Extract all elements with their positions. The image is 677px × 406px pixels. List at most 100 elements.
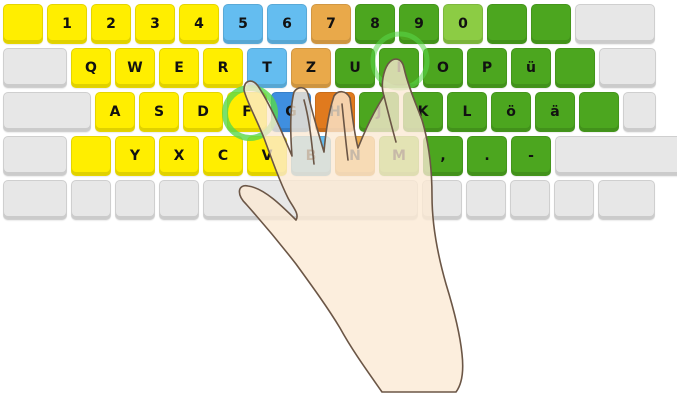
key-bottom-1[interactable] bbox=[71, 180, 111, 220]
key-n[interactable]: N bbox=[335, 136, 375, 176]
key-label: S bbox=[154, 104, 164, 120]
key-label: 0 bbox=[458, 16, 468, 32]
key-q[interactable]: Q bbox=[71, 48, 111, 88]
key-label: P bbox=[482, 60, 492, 76]
key-3[interactable]: 3 bbox=[135, 4, 175, 44]
key-label: A bbox=[110, 104, 121, 120]
key-h[interactable]: H bbox=[315, 92, 355, 132]
key-label: K bbox=[418, 104, 429, 120]
key-blank-top-letter-row-13[interactable] bbox=[599, 48, 656, 88]
key-l[interactable]: L bbox=[447, 92, 487, 132]
key-7[interactable]: 7 bbox=[311, 4, 351, 44]
key-label: F bbox=[242, 104, 252, 120]
key-label: R bbox=[218, 60, 229, 76]
key-label: Q bbox=[85, 60, 97, 76]
key-bottom-0[interactable] bbox=[3, 180, 67, 220]
key-blank-number-row-11[interactable] bbox=[487, 4, 527, 44]
key-label: U bbox=[349, 60, 360, 76]
key-label: Z bbox=[306, 60, 316, 76]
key-t[interactable]: T bbox=[247, 48, 287, 88]
key-2[interactable]: 2 bbox=[91, 4, 131, 44]
key-blank-number-row-13[interactable] bbox=[575, 4, 655, 44]
key-label: J bbox=[376, 104, 381, 120]
key-1[interactable]: 1 bbox=[47, 4, 87, 44]
key-blank-home-row-12[interactable] bbox=[579, 92, 619, 132]
key-r[interactable]: R bbox=[203, 48, 243, 88]
key-bottom-9[interactable] bbox=[598, 180, 655, 220]
key-comma[interactable]: , bbox=[423, 136, 463, 176]
key-label: E bbox=[174, 60, 184, 76]
key-d[interactable]: D bbox=[183, 92, 223, 132]
key-bottom-6[interactable] bbox=[466, 180, 506, 220]
key-label: N bbox=[349, 148, 361, 164]
key-ä[interactable]: ä bbox=[535, 92, 575, 132]
key-label: 2 bbox=[106, 16, 116, 32]
key-blank-number-row-0[interactable] bbox=[3, 4, 43, 44]
key-minus[interactable]: - bbox=[511, 136, 551, 176]
key-0[interactable]: 0 bbox=[443, 4, 483, 44]
key-bottom-7[interactable] bbox=[510, 180, 550, 220]
key-p[interactable]: P bbox=[467, 48, 507, 88]
key-blank-top-letter-row-12[interactable] bbox=[555, 48, 595, 88]
key-5[interactable]: 5 bbox=[223, 4, 263, 44]
key-blank-top-letter-row-0[interactable] bbox=[3, 48, 67, 88]
key-label: X bbox=[174, 148, 185, 164]
key-label: 9 bbox=[414, 16, 424, 32]
key-blank-bottom-letter-row-12[interactable] bbox=[555, 136, 677, 176]
key-z[interactable]: Z bbox=[291, 48, 331, 88]
key-m[interactable]: M bbox=[379, 136, 419, 176]
key-bottom-4[interactable] bbox=[203, 180, 418, 220]
key-blank-bottom-letter-row-1[interactable] bbox=[71, 136, 111, 176]
key-8[interactable]: 8 bbox=[355, 4, 395, 44]
key-w[interactable]: W bbox=[115, 48, 155, 88]
key-a[interactable]: A bbox=[95, 92, 135, 132]
key-label: B bbox=[306, 148, 317, 164]
key-ö[interactable]: ö bbox=[491, 92, 531, 132]
key-label: 5 bbox=[238, 16, 248, 32]
key-g[interactable]: G bbox=[271, 92, 311, 132]
key-blank-home-row-0[interactable] bbox=[3, 92, 91, 132]
key-label: L bbox=[463, 104, 472, 120]
key-label: 6 bbox=[282, 16, 292, 32]
key-bottom-5[interactable] bbox=[422, 180, 462, 220]
key-k[interactable]: K bbox=[403, 92, 443, 132]
key-ü[interactable]: ü bbox=[511, 48, 551, 88]
key-period[interactable]: . bbox=[467, 136, 507, 176]
key-4[interactable]: 4 bbox=[179, 4, 219, 44]
key-bottom-2[interactable] bbox=[115, 180, 155, 220]
key-y[interactable]: Y bbox=[115, 136, 155, 176]
key-b[interactable]: B bbox=[291, 136, 331, 176]
key-label: 7 bbox=[326, 16, 336, 32]
key-6[interactable]: 6 bbox=[267, 4, 307, 44]
key-label: H bbox=[329, 104, 341, 120]
key-blank-number-row-12[interactable] bbox=[531, 4, 571, 44]
key-label: W bbox=[127, 60, 142, 76]
key-c[interactable]: C bbox=[203, 136, 243, 176]
key-f[interactable]: F bbox=[227, 92, 267, 132]
key-blank-home-row-13[interactable] bbox=[623, 92, 656, 132]
key-x[interactable]: X bbox=[159, 136, 199, 176]
key-e[interactable]: E bbox=[159, 48, 199, 88]
key-label: ö bbox=[506, 104, 516, 120]
key-label: V bbox=[262, 148, 273, 164]
key-label: O bbox=[437, 60, 449, 76]
key-label: C bbox=[218, 148, 228, 164]
key-blank-bottom-letter-row-0[interactable] bbox=[3, 136, 67, 176]
key-label: 3 bbox=[150, 16, 160, 32]
key-label: . bbox=[484, 148, 489, 164]
key-u[interactable]: U bbox=[335, 48, 375, 88]
key-label: ü bbox=[526, 60, 536, 76]
key-bottom-8[interactable] bbox=[554, 180, 594, 220]
key-label: Y bbox=[130, 148, 140, 164]
key-v[interactable]: V bbox=[247, 136, 287, 176]
key-label: , bbox=[440, 148, 445, 164]
key-o[interactable]: O bbox=[423, 48, 463, 88]
key-label: 4 bbox=[194, 16, 204, 32]
key-9[interactable]: 9 bbox=[399, 4, 439, 44]
key-s[interactable]: S bbox=[139, 92, 179, 132]
key-bottom-3[interactable] bbox=[159, 180, 199, 220]
key-i[interactable]: I bbox=[379, 48, 419, 88]
key-j[interactable]: J bbox=[359, 92, 399, 132]
key-label: I bbox=[396, 60, 401, 76]
